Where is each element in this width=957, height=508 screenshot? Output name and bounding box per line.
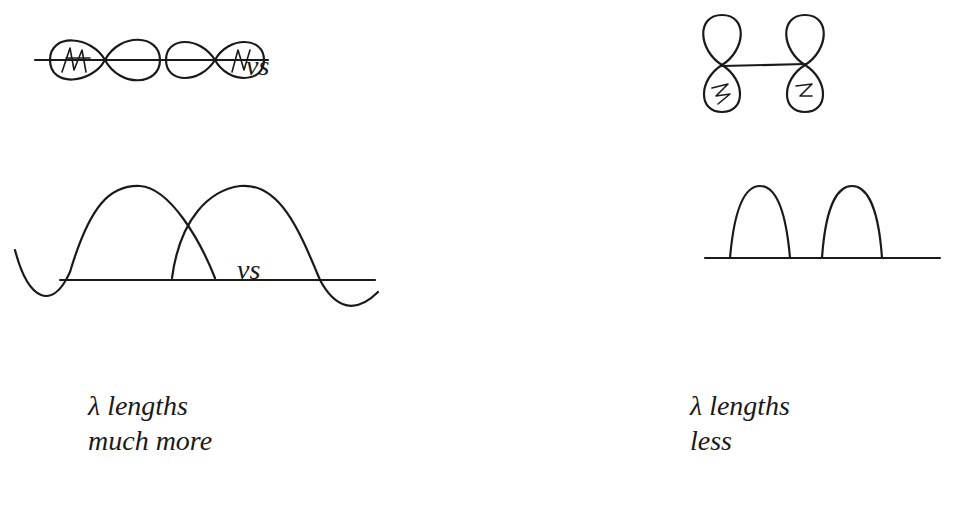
shading bbox=[712, 84, 730, 104]
note-label: λ lengths much more bbox=[88, 388, 238, 458]
vs-label: vs bbox=[237, 252, 260, 287]
open-lobe bbox=[105, 40, 160, 81]
vs-label: vs bbox=[246, 48, 269, 83]
open-lobe bbox=[166, 42, 215, 78]
shading bbox=[62, 48, 90, 72]
wave bbox=[172, 186, 378, 306]
shading bbox=[796, 84, 812, 96]
shaded-lobe bbox=[50, 40, 105, 79]
sigma-orbitals bbox=[35, 40, 268, 81]
hump bbox=[822, 186, 882, 258]
overlapping-waves bbox=[15, 186, 378, 306]
shaded-lobe bbox=[704, 65, 740, 112]
shaded-lobe bbox=[787, 65, 823, 112]
pi-orbitals bbox=[703, 15, 824, 112]
note-label: λ lengths less bbox=[690, 388, 820, 458]
join-line bbox=[722, 64, 805, 66]
hump bbox=[730, 186, 790, 258]
open-lobe bbox=[786, 15, 824, 65]
open-lobe bbox=[703, 15, 741, 65]
separate-humps bbox=[705, 186, 940, 258]
wave bbox=[15, 186, 215, 296]
axis-line bbox=[60, 279, 375, 281]
